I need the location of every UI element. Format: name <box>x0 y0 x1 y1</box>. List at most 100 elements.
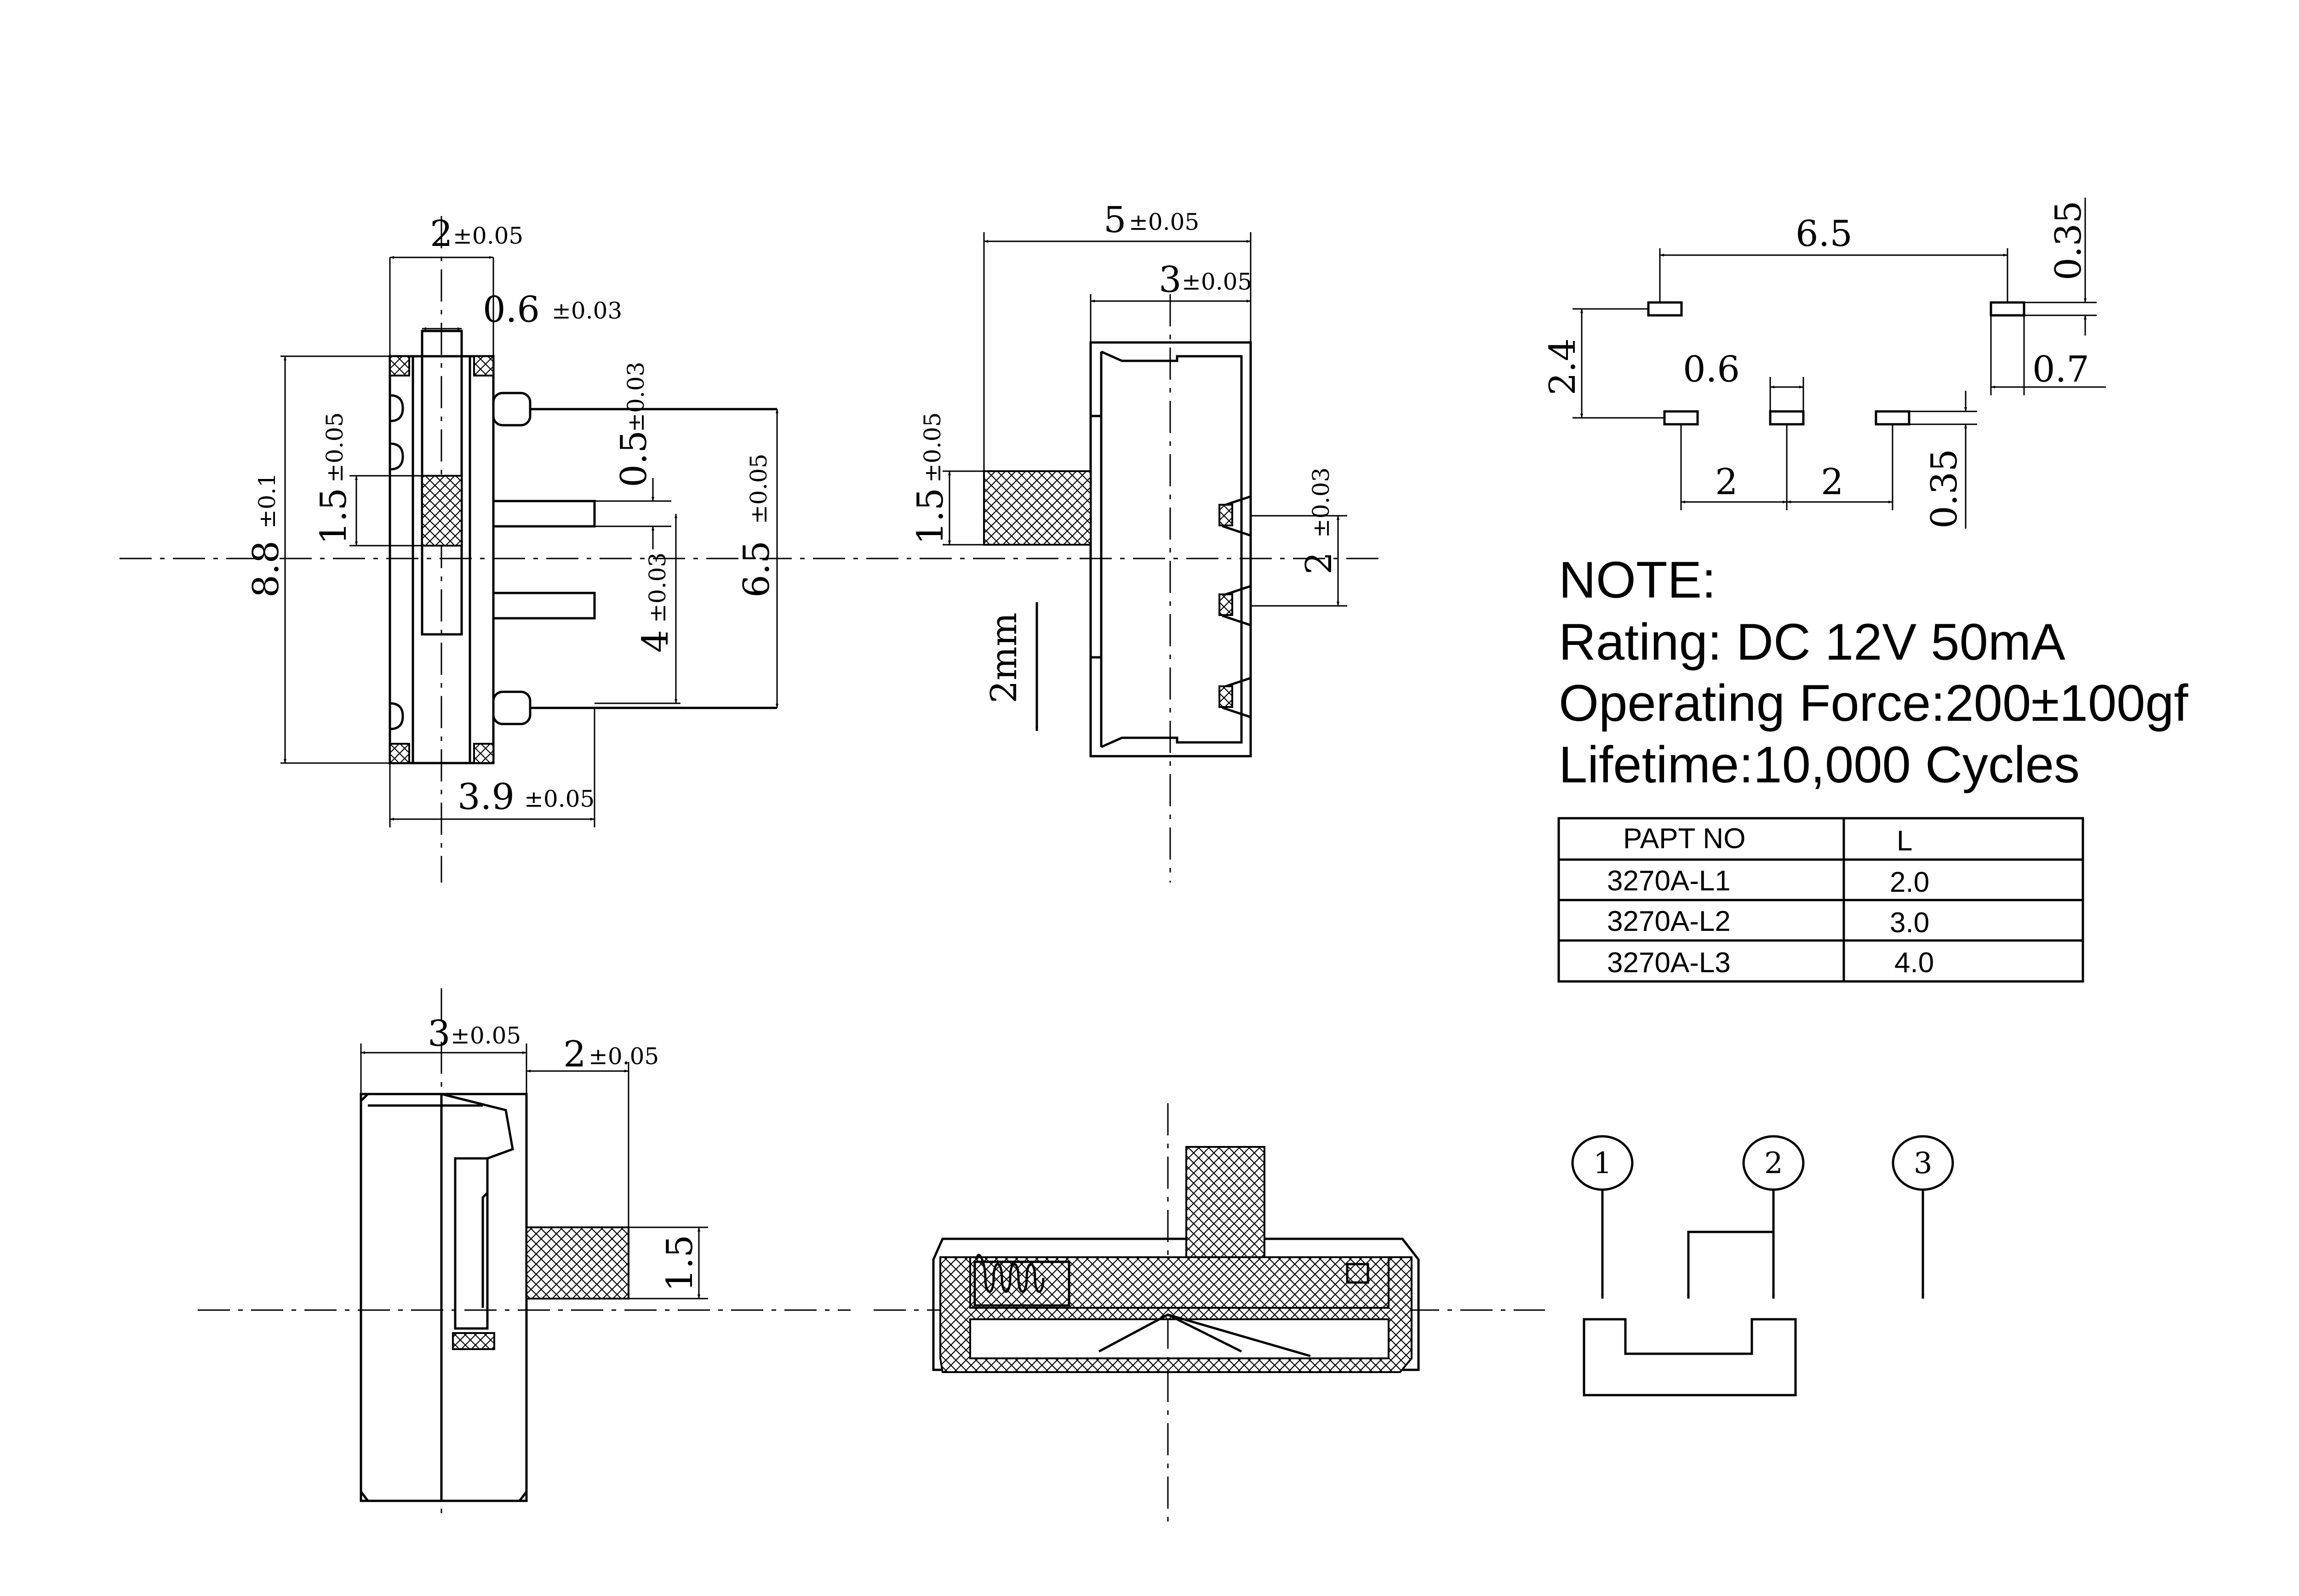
footprint-pad <box>1875 410 1910 426</box>
terminal-section <box>1218 593 1233 616</box>
slider-knob <box>526 1226 629 1300</box>
slider-knob <box>983 470 1092 546</box>
note-heading: NOTE: <box>1559 551 1716 609</box>
body-profile <box>368 1094 483 1501</box>
notch <box>389 394 404 422</box>
slider-carrier <box>969 1256 1390 1309</box>
fp-dim-pad-h2: 0.35 <box>1924 449 1965 529</box>
table-header-l: L <box>1897 825 1912 857</box>
terminal-arrow <box>1687 1231 1773 1299</box>
terminal-section <box>1218 685 1233 708</box>
table-cell-part-no: 3270A-L1 <box>1607 865 1731 897</box>
table-cell-l: 2.0 <box>1890 866 1929 898</box>
dim-pin-tol: ±0.03 <box>623 362 649 432</box>
side-view: 5 ±0.05 3 ±0.05 1.5 ±0.05 2 ±0.03 2mm <box>910 200 1379 883</box>
end-dim-knob-value: 2 <box>563 1034 586 1075</box>
slider-knob <box>421 475 463 547</box>
dim-body-tol: ±0.05 <box>1182 268 1252 295</box>
pcb-footprint: 6.5 0.35 2.4 0.6 0.7 2 2 0.35 <box>1542 198 2106 529</box>
fp-dim-pitch-1: 2 <box>1715 462 1738 503</box>
dim-total-value: 5 <box>1104 200 1127 241</box>
spring-cavity <box>973 1260 1070 1307</box>
dim-slot-value: 1.5 <box>313 488 355 545</box>
slider-actuator <box>1185 1146 1265 1258</box>
fp-dim-row: 2.4 <box>1542 338 1584 395</box>
corner-pad <box>389 743 410 764</box>
housing-outline <box>932 1237 1420 1371</box>
body-inner-outline <box>1100 350 1243 748</box>
end-dim-body-value: 3 <box>428 1013 451 1054</box>
end-dim-body-tol: ±0.05 <box>451 1022 521 1049</box>
circuit-schematic: 1 2 3 <box>1571 1135 1954 1396</box>
section-view <box>874 1103 1545 1522</box>
dim-slot-tol: ±0.05 <box>321 412 348 483</box>
dim-span-value: 6.5 <box>736 541 778 598</box>
body-bottom <box>360 1491 527 1502</box>
footprint-pad <box>1647 301 1683 317</box>
dim-depth-value: 3.9 <box>458 776 515 818</box>
dim-pitch-tol: ±0.03 <box>1308 467 1334 538</box>
dim-total-tol: ±0.05 <box>1129 209 1199 235</box>
note-lifetime: Lifetime:10,000 Cycles <box>1559 736 2080 793</box>
pin-tab <box>492 690 532 725</box>
spring <box>976 1254 1045 1293</box>
switch-body <box>389 355 495 764</box>
notch <box>389 442 404 471</box>
terminal-pin <box>492 500 596 528</box>
terminal-label-1: 1 <box>1593 1146 1612 1180</box>
dim-height-tol: ±0.1 <box>254 473 280 529</box>
terminal-label-2: 2 <box>1764 1146 1783 1180</box>
table-header-part-no: PAPT NO <box>1623 823 1745 855</box>
body-profile <box>360 1093 514 1308</box>
footprint-pad <box>1990 301 2025 317</box>
slider-contact <box>1583 1318 1797 1396</box>
notes-block: NOTE: Rating: DC 12V 50mA Operating Forc… <box>1559 551 2189 793</box>
dim-knob-tol: ±0.05 <box>919 412 946 483</box>
lever-slot <box>454 1157 489 1330</box>
dim-pitch-value: 4 <box>635 630 676 653</box>
pin-tab <box>492 392 532 427</box>
dim-width-tol: ±0.05 <box>453 222 523 249</box>
travel-label: 2mm <box>984 612 1025 703</box>
corner-pad <box>473 743 494 764</box>
contact-spring <box>1098 1313 1311 1357</box>
fp-dim-pitch-2: 2 <box>1821 462 1844 503</box>
dim-pin-value: 0.5 <box>613 430 655 487</box>
end-view: 3 ±0.05 2 ±0.05 1.5 <box>198 988 851 1522</box>
dim-pitch-tol: ±0.03 <box>644 553 671 623</box>
terminal-pin <box>492 592 596 620</box>
corner-pad <box>473 355 494 376</box>
table-cell-l: 3.0 <box>1890 907 1929 939</box>
switch-body <box>360 1093 528 1502</box>
fp-dim-span: 6.5 <box>1796 213 1853 255</box>
spring-section <box>452 1332 495 1350</box>
dim-width-value: 2 <box>430 213 453 255</box>
dim-lever-tol: ±0.03 <box>552 297 622 324</box>
dim-lever-value: 0.6 <box>483 289 540 331</box>
top-view: 2 ±0.05 0.6 ±0.03 8.8 ±0.1 1.5 ±0.05 0.5… <box>120 213 920 883</box>
dim-span-tol: ±0.05 <box>745 454 772 524</box>
part-table: PAPT NO L 3270A-L1 2.0 3270A-L2 3.0 3270… <box>1557 817 2084 983</box>
table-cell-part-no: 3270A-L3 <box>1607 947 1731 979</box>
table-cell-part-no: 3270A-L2 <box>1607 906 1731 937</box>
dim-pitch-value: 2 <box>1298 552 1340 575</box>
note-rating: Rating: DC 12V 50mA <box>1559 613 2065 671</box>
dim-depth-tol: ±0.05 <box>524 786 595 812</box>
dim-height-value: 8.8 <box>246 541 287 598</box>
end-dim-knob-tol: ±0.05 <box>589 1043 659 1070</box>
fp-dim-pad-l: 0.7 <box>2032 349 2089 390</box>
footprint-pad <box>1663 410 1699 426</box>
terminal-label-3: 3 <box>1914 1146 1933 1180</box>
end-dim-knob-h: 1.5 <box>659 1235 701 1292</box>
notch <box>389 702 404 730</box>
terminal-section <box>1218 504 1233 526</box>
dim-body-value: 3 <box>1159 259 1182 301</box>
note-operating-force: Operating Force:200±100gf <box>1559 674 2189 732</box>
switch-body <box>1089 341 1252 758</box>
fp-dim-pad-w: 0.6 <box>1683 349 1740 390</box>
corner-pad <box>389 355 410 376</box>
footprint-pad <box>1769 410 1805 426</box>
table-cell-l: 4.0 <box>1894 947 1934 979</box>
dim-knob-value: 1.5 <box>910 488 951 545</box>
